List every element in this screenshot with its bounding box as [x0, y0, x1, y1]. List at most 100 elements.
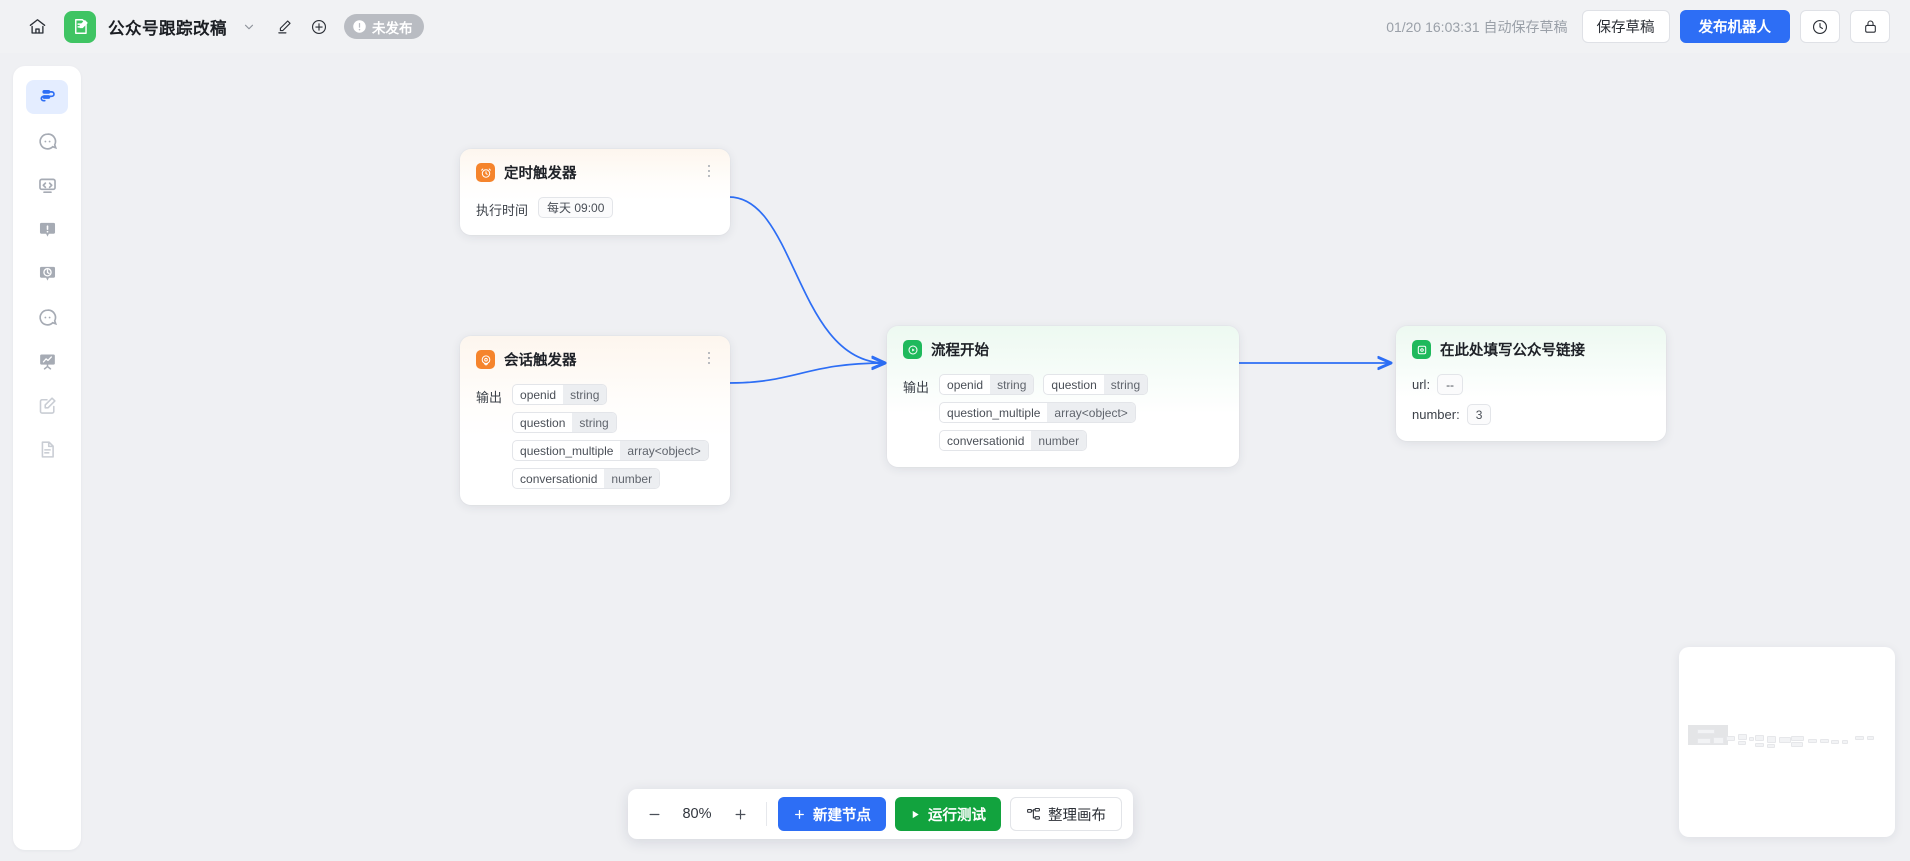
minimap-node [1755, 743, 1764, 747]
sidebar-item-docs[interactable] [26, 432, 68, 466]
analytics-icon [37, 351, 58, 372]
node-body-label: 执行时间 [476, 203, 529, 218]
status-badge-label: 未发布 [372, 20, 413, 36]
node-header: 定时触发器 [476, 162, 714, 183]
minimap-node [1779, 737, 1791, 743]
node-output-pills: openid string question string question_m… [512, 384, 714, 489]
autosave-status: 01/20 16:03:31 自动保存草稿 [1386, 18, 1568, 35]
sidebar-item-alerts[interactable] [26, 212, 68, 246]
document-icon [37, 439, 58, 460]
plus-icon [793, 808, 806, 821]
publish-bot-button[interactable]: 发布机器人 [1679, 10, 1790, 43]
clock-icon[interactable] [1800, 10, 1840, 43]
pill-key: conversationid [520, 471, 598, 486]
minimap-node [1808, 739, 1817, 743]
minimap-node [1726, 736, 1735, 741]
tidy-canvas-button[interactable]: 整理画布 [1010, 797, 1122, 831]
status-badge: 未发布 [344, 14, 424, 39]
kv-value[interactable]: -- [1437, 374, 1464, 395]
sidebar-item-chat[interactable] [26, 124, 68, 158]
zoom-level: 80% [682, 806, 712, 822]
pencil-icon[interactable] [271, 14, 297, 40]
minimap-node [1767, 736, 1776, 743]
new-node-label: 新建节点 [813, 807, 871, 824]
node-chip[interactable]: 每天 09:00 [538, 197, 614, 218]
new-node-button[interactable]: 新建节点 [778, 797, 886, 831]
node-kv-row: number: 3 [1412, 404, 1650, 425]
output-pill[interactable]: conversationid number [939, 430, 1088, 451]
sidebar-item-analytics[interactable] [26, 344, 68, 378]
sidebar-item-workflow[interactable] [26, 80, 68, 114]
kv-value[interactable]: 3 [1466, 404, 1492, 425]
play-icon [910, 809, 921, 820]
minimap-node [1791, 736, 1804, 741]
output-pill[interactable]: openid string [512, 384, 608, 405]
clock-bubble-icon [37, 263, 58, 284]
lock-icon[interactable] [1850, 10, 1890, 43]
zoom-out-button[interactable] [639, 799, 669, 829]
zoom-in-button[interactable] [725, 799, 755, 829]
output-pill[interactable]: conversationid number [512, 468, 661, 489]
node-body: 输出 openid string question string questio… [903, 374, 1223, 451]
canvas-minimap[interactable] [1679, 647, 1895, 837]
pill-key: question_multiple [520, 443, 614, 458]
node-title: 流程开始 [931, 343, 989, 359]
node-chip-list: 每天 09:00 [538, 197, 614, 219]
output-pill[interactable]: question string [1043, 374, 1149, 395]
home-icon[interactable] [22, 12, 52, 42]
output-pill[interactable]: question_multiple array<object> [512, 440, 709, 461]
minimap-node [1697, 738, 1711, 744]
node-timer-trigger[interactable]: 定时触发器 执行时间 每天 09:00 [460, 149, 730, 235]
node-header: 流程开始 [903, 339, 1223, 360]
output-pill[interactable]: question_multiple array<object> [939, 402, 1136, 423]
node-body: 执行时间 每天 09:00 [476, 197, 714, 219]
plus-circle-icon[interactable] [306, 14, 332, 40]
edit-square-icon [37, 395, 58, 416]
node-wechat-link[interactable]: 在此处填写公众号链接 url: -- number: 3 [1396, 326, 1666, 441]
sidebar-item-code[interactable] [26, 168, 68, 202]
node-output-pills: openid string question string question_m… [939, 374, 1223, 451]
pill-key: openid [947, 377, 984, 392]
minimap-node [1855, 736, 1864, 740]
save-draft-button[interactable]: 保存草稿 [1581, 10, 1670, 43]
pill-key: question [520, 415, 566, 430]
output-pill[interactable]: question string [512, 412, 617, 433]
minimap-node [1738, 734, 1747, 740]
node-title: 定时触发器 [504, 166, 577, 182]
minimap-node [1738, 741, 1746, 745]
pill-type: string [572, 413, 616, 432]
node-menu-button[interactable] [702, 350, 716, 366]
sidebar-item-history[interactable] [26, 256, 68, 290]
workflow-icon [36, 86, 58, 108]
page-title: 公众号跟踪改稿 [108, 19, 227, 38]
node-header: 在此处填写公众号链接 [1412, 339, 1650, 360]
alarm-clock-icon [476, 163, 495, 182]
pill-key: openid [520, 387, 557, 402]
sidebar-item-edit[interactable] [26, 388, 68, 422]
node-body-label: 输出 [903, 380, 930, 395]
node-title: 会话触发器 [504, 353, 577, 369]
node-flow-start[interactable]: 流程开始 输出 openid string question string qu… [887, 326, 1239, 467]
pill-type: array<object> [620, 441, 708, 460]
pill-type: string [990, 375, 1034, 394]
run-test-button[interactable]: 运行测试 [895, 797, 1001, 831]
pill-key: conversationid [947, 433, 1025, 448]
chevron-down-icon[interactable] [236, 14, 262, 40]
chat-bubble-icon [37, 131, 58, 152]
code-monitor-icon [37, 175, 58, 196]
flow-canvas[interactable]: 定时触发器 执行时间 每天 09:00 会话触发器 输出 openid [96, 53, 1910, 861]
minimap-node [1842, 740, 1848, 744]
node-body-label: 输出 [476, 390, 503, 405]
output-pill[interactable]: openid string [939, 374, 1035, 395]
tidy-label: 整理画布 [1048, 807, 1106, 824]
sidebar-item-messages[interactable] [26, 300, 68, 334]
node-menu-button[interactable] [702, 163, 716, 179]
left-sidebar [13, 66, 81, 850]
node-conversation-trigger[interactable]: 会话触发器 输出 openid string question string q… [460, 336, 730, 505]
app-header: 公众号跟踪改稿 未发布 01/20 16:03:31 自动保存草稿 保存草稿 发… [0, 0, 1910, 53]
run-test-label: 运行测试 [928, 807, 986, 824]
minimap-node [1791, 742, 1803, 747]
play-circle-icon [903, 340, 922, 359]
kv-key: number: [1412, 407, 1460, 422]
app-logo [64, 10, 96, 43]
